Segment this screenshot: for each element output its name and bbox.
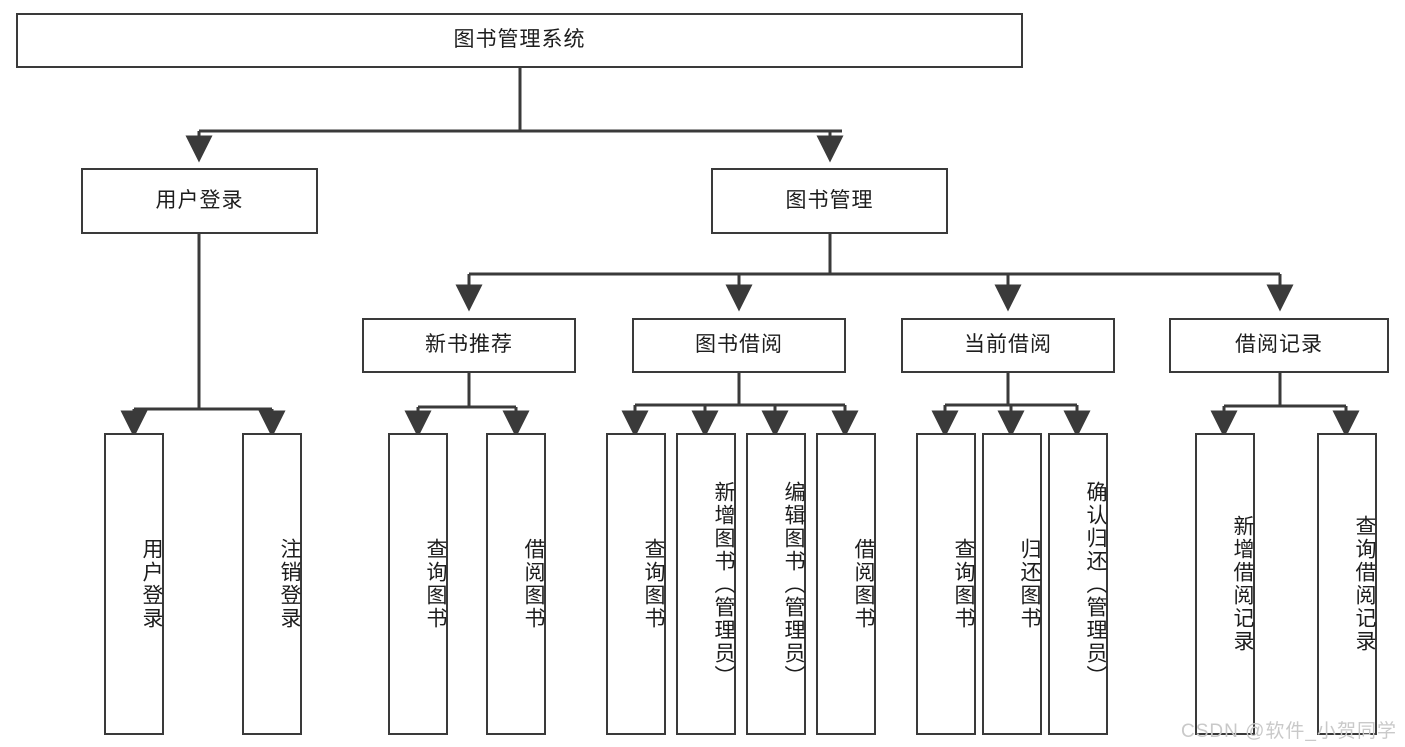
node-label: 图书借阅	[695, 333, 783, 357]
node-label: 查询图书	[642, 538, 665, 630]
leaf-borrow-record-query[interactable]: 查询借阅记录	[1317, 433, 1377, 735]
node-new-book-recommend[interactable]: 新书推荐	[362, 318, 576, 373]
node-label: 查询借阅记录	[1353, 515, 1376, 653]
node-label: 查询图书	[424, 538, 447, 630]
leaf-borrow-record-add[interactable]: 新增借阅记录	[1195, 433, 1255, 735]
node-label: 图书管理系统	[453, 28, 586, 52]
node-label: 图书管理	[785, 188, 874, 212]
leaf-book-borrow-add[interactable]: 新增图书（管理员）	[676, 433, 736, 735]
node-label: 新增图书（管理员）	[712, 480, 735, 688]
leaf-user-login-login[interactable]: 用户登录	[104, 433, 164, 735]
node-label: 用户登录	[140, 538, 163, 630]
node-borrow-record[interactable]: 借阅记录	[1169, 318, 1389, 373]
node-label: 注销登录	[278, 538, 301, 630]
node-label: 新书推荐	[425, 333, 513, 357]
leaf-user-login-logout[interactable]: 注销登录	[242, 433, 302, 735]
csdn-watermark: CSDN @软件_小贺同学	[1181, 721, 1397, 742]
node-label: 确认归还（管理员）	[1084, 480, 1107, 688]
node-book-management[interactable]: 图书管理	[711, 168, 948, 234]
node-root-system[interactable]: 图书管理系统	[16, 13, 1023, 68]
node-label: 借阅图书	[522, 538, 545, 630]
leaf-new-book-borrow[interactable]: 借阅图书	[486, 433, 546, 735]
node-label: 查询图书	[952, 538, 975, 630]
node-label: 编辑图书（管理员）	[782, 480, 805, 688]
node-label: 当前借阅	[964, 333, 1052, 357]
leaf-current-borrow-confirm[interactable]: 确认归还（管理员）	[1048, 433, 1108, 735]
leaf-new-book-query[interactable]: 查询图书	[388, 433, 448, 735]
leaf-current-borrow-query[interactable]: 查询图书	[916, 433, 976, 735]
leaf-book-borrow-edit[interactable]: 编辑图书（管理员）	[746, 433, 806, 735]
node-book-borrow[interactable]: 图书借阅	[632, 318, 846, 373]
leaf-book-borrow-query[interactable]: 查询图书	[606, 433, 666, 735]
node-current-borrow[interactable]: 当前借阅	[901, 318, 1115, 373]
node-label: 用户登录	[155, 188, 244, 212]
leaf-current-borrow-return[interactable]: 归还图书	[982, 433, 1042, 735]
node-label: 借阅记录	[1235, 333, 1323, 357]
leaf-book-borrow-borrow[interactable]: 借阅图书	[816, 433, 876, 735]
node-user-login[interactable]: 用户登录	[81, 168, 318, 234]
node-label: 新增借阅记录	[1231, 515, 1254, 653]
node-label: 归还图书	[1018, 538, 1041, 630]
node-label: 借阅图书	[852, 538, 875, 630]
